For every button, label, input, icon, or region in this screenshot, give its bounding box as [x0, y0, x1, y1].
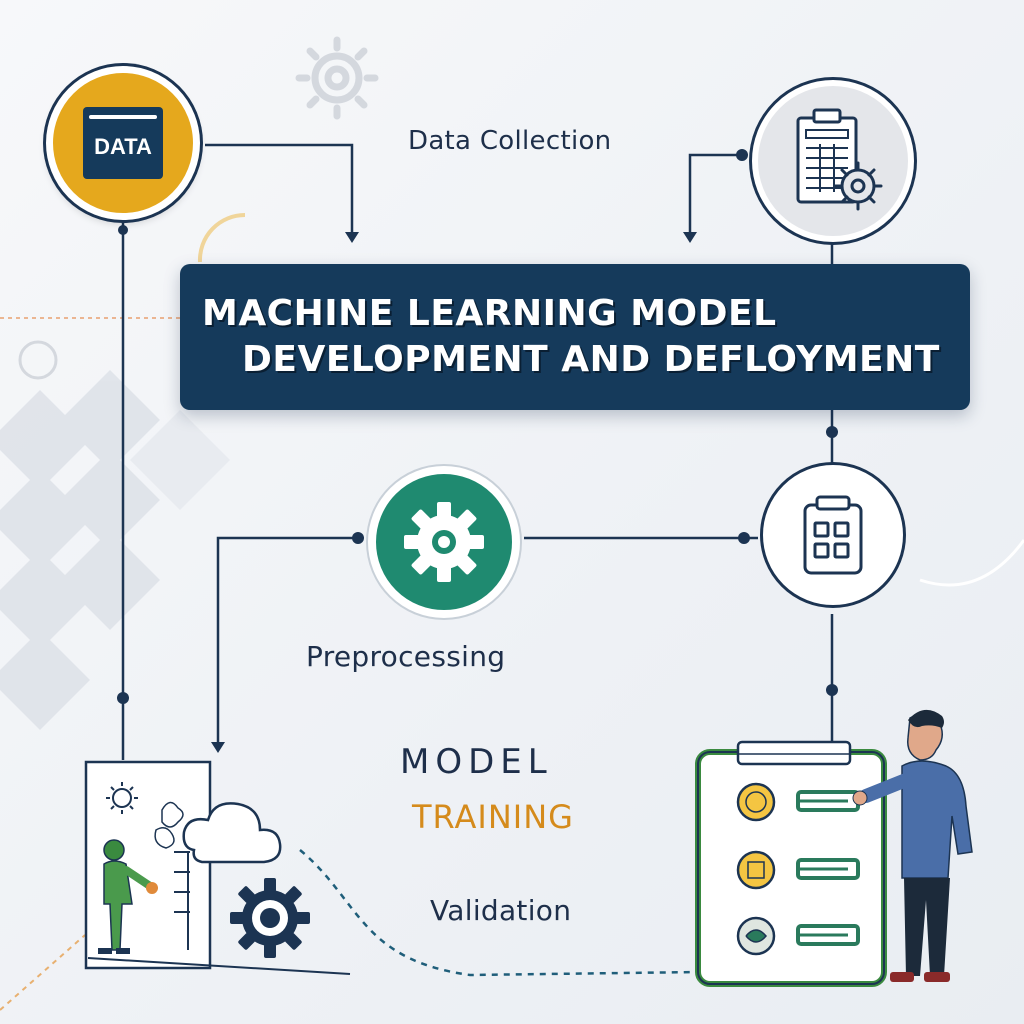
title-banner: MACHINE LEARNING MODEL DEVELOPMENT AND D… [180, 264, 970, 410]
label-preprocessing: Preprocessing [306, 640, 506, 673]
model-node [760, 462, 906, 608]
label-model: MODEL [400, 742, 553, 782]
cloud-icon [182, 802, 282, 864]
data-source-node: DATA [46, 66, 200, 220]
background-tiles [0, 370, 230, 730]
label-data-collection: Data Collection [408, 126, 612, 156]
preprocessing-node [368, 466, 520, 618]
label-validation: Validation [430, 894, 572, 927]
spreadsheet-gear-icon [796, 108, 883, 211]
data-collection-node [752, 80, 914, 242]
title-line-1: MACHINE LEARNING MODEL [202, 293, 777, 334]
decorative-gear-icon [295, 36, 379, 120]
data-badge: DATA [83, 107, 163, 179]
checklist-icon [695, 740, 887, 987]
calendar-icon [803, 495, 863, 575]
gear-icon [230, 878, 310, 958]
title-line-2: DEVELOPMENT AND DEFLOYMENT [242, 339, 940, 380]
worker-icon [98, 839, 158, 954]
sun-icon [106, 782, 138, 814]
label-training: TRAINING [412, 798, 574, 836]
person-icon [852, 709, 973, 982]
training-scene [84, 760, 351, 975]
gear-icon [404, 502, 484, 582]
